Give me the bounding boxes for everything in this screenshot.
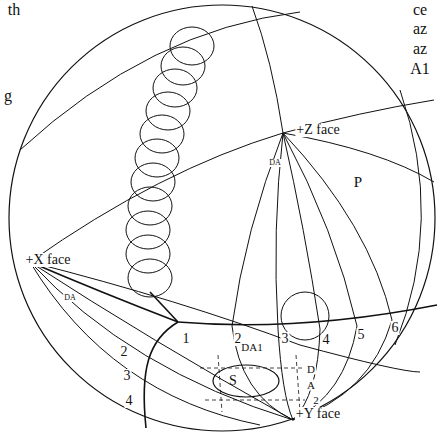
callout-number: 2 — [120, 345, 129, 359]
callout-number: 6 — [391, 321, 400, 335]
node-label: S — [229, 374, 237, 388]
region-label: P — [353, 175, 363, 190]
axis-label: DA — [63, 294, 77, 302]
sun-ellipse: S — [212, 364, 280, 398]
axis-label: DA — [268, 159, 282, 167]
face-label: +X face — [25, 253, 72, 267]
face-label: +Z face — [295, 123, 340, 137]
axis-label: D — [306, 364, 316, 375]
cut-text: az — [412, 41, 428, 57]
face-label: +Y face — [295, 407, 341, 421]
callout-number: 3 — [123, 369, 132, 383]
callout-number: 3 — [281, 332, 290, 346]
cut-text: g — [3, 88, 13, 104]
callout-number: 5 — [357, 328, 366, 342]
axis-label: A — [306, 380, 316, 391]
axis-label: DA1 — [240, 342, 263, 353]
cut-text: az — [412, 21, 428, 37]
ellipse-outline — [212, 364, 280, 398]
cut-text: A1 — [409, 61, 431, 77]
callout-number: 4 — [125, 394, 134, 408]
callout-number: 1 — [182, 332, 191, 346]
callout-number: 4 — [322, 333, 331, 347]
callout-number: 2 — [312, 395, 320, 406]
cut-text: th — [7, 2, 21, 18]
cut-text: ce — [412, 2, 428, 18]
